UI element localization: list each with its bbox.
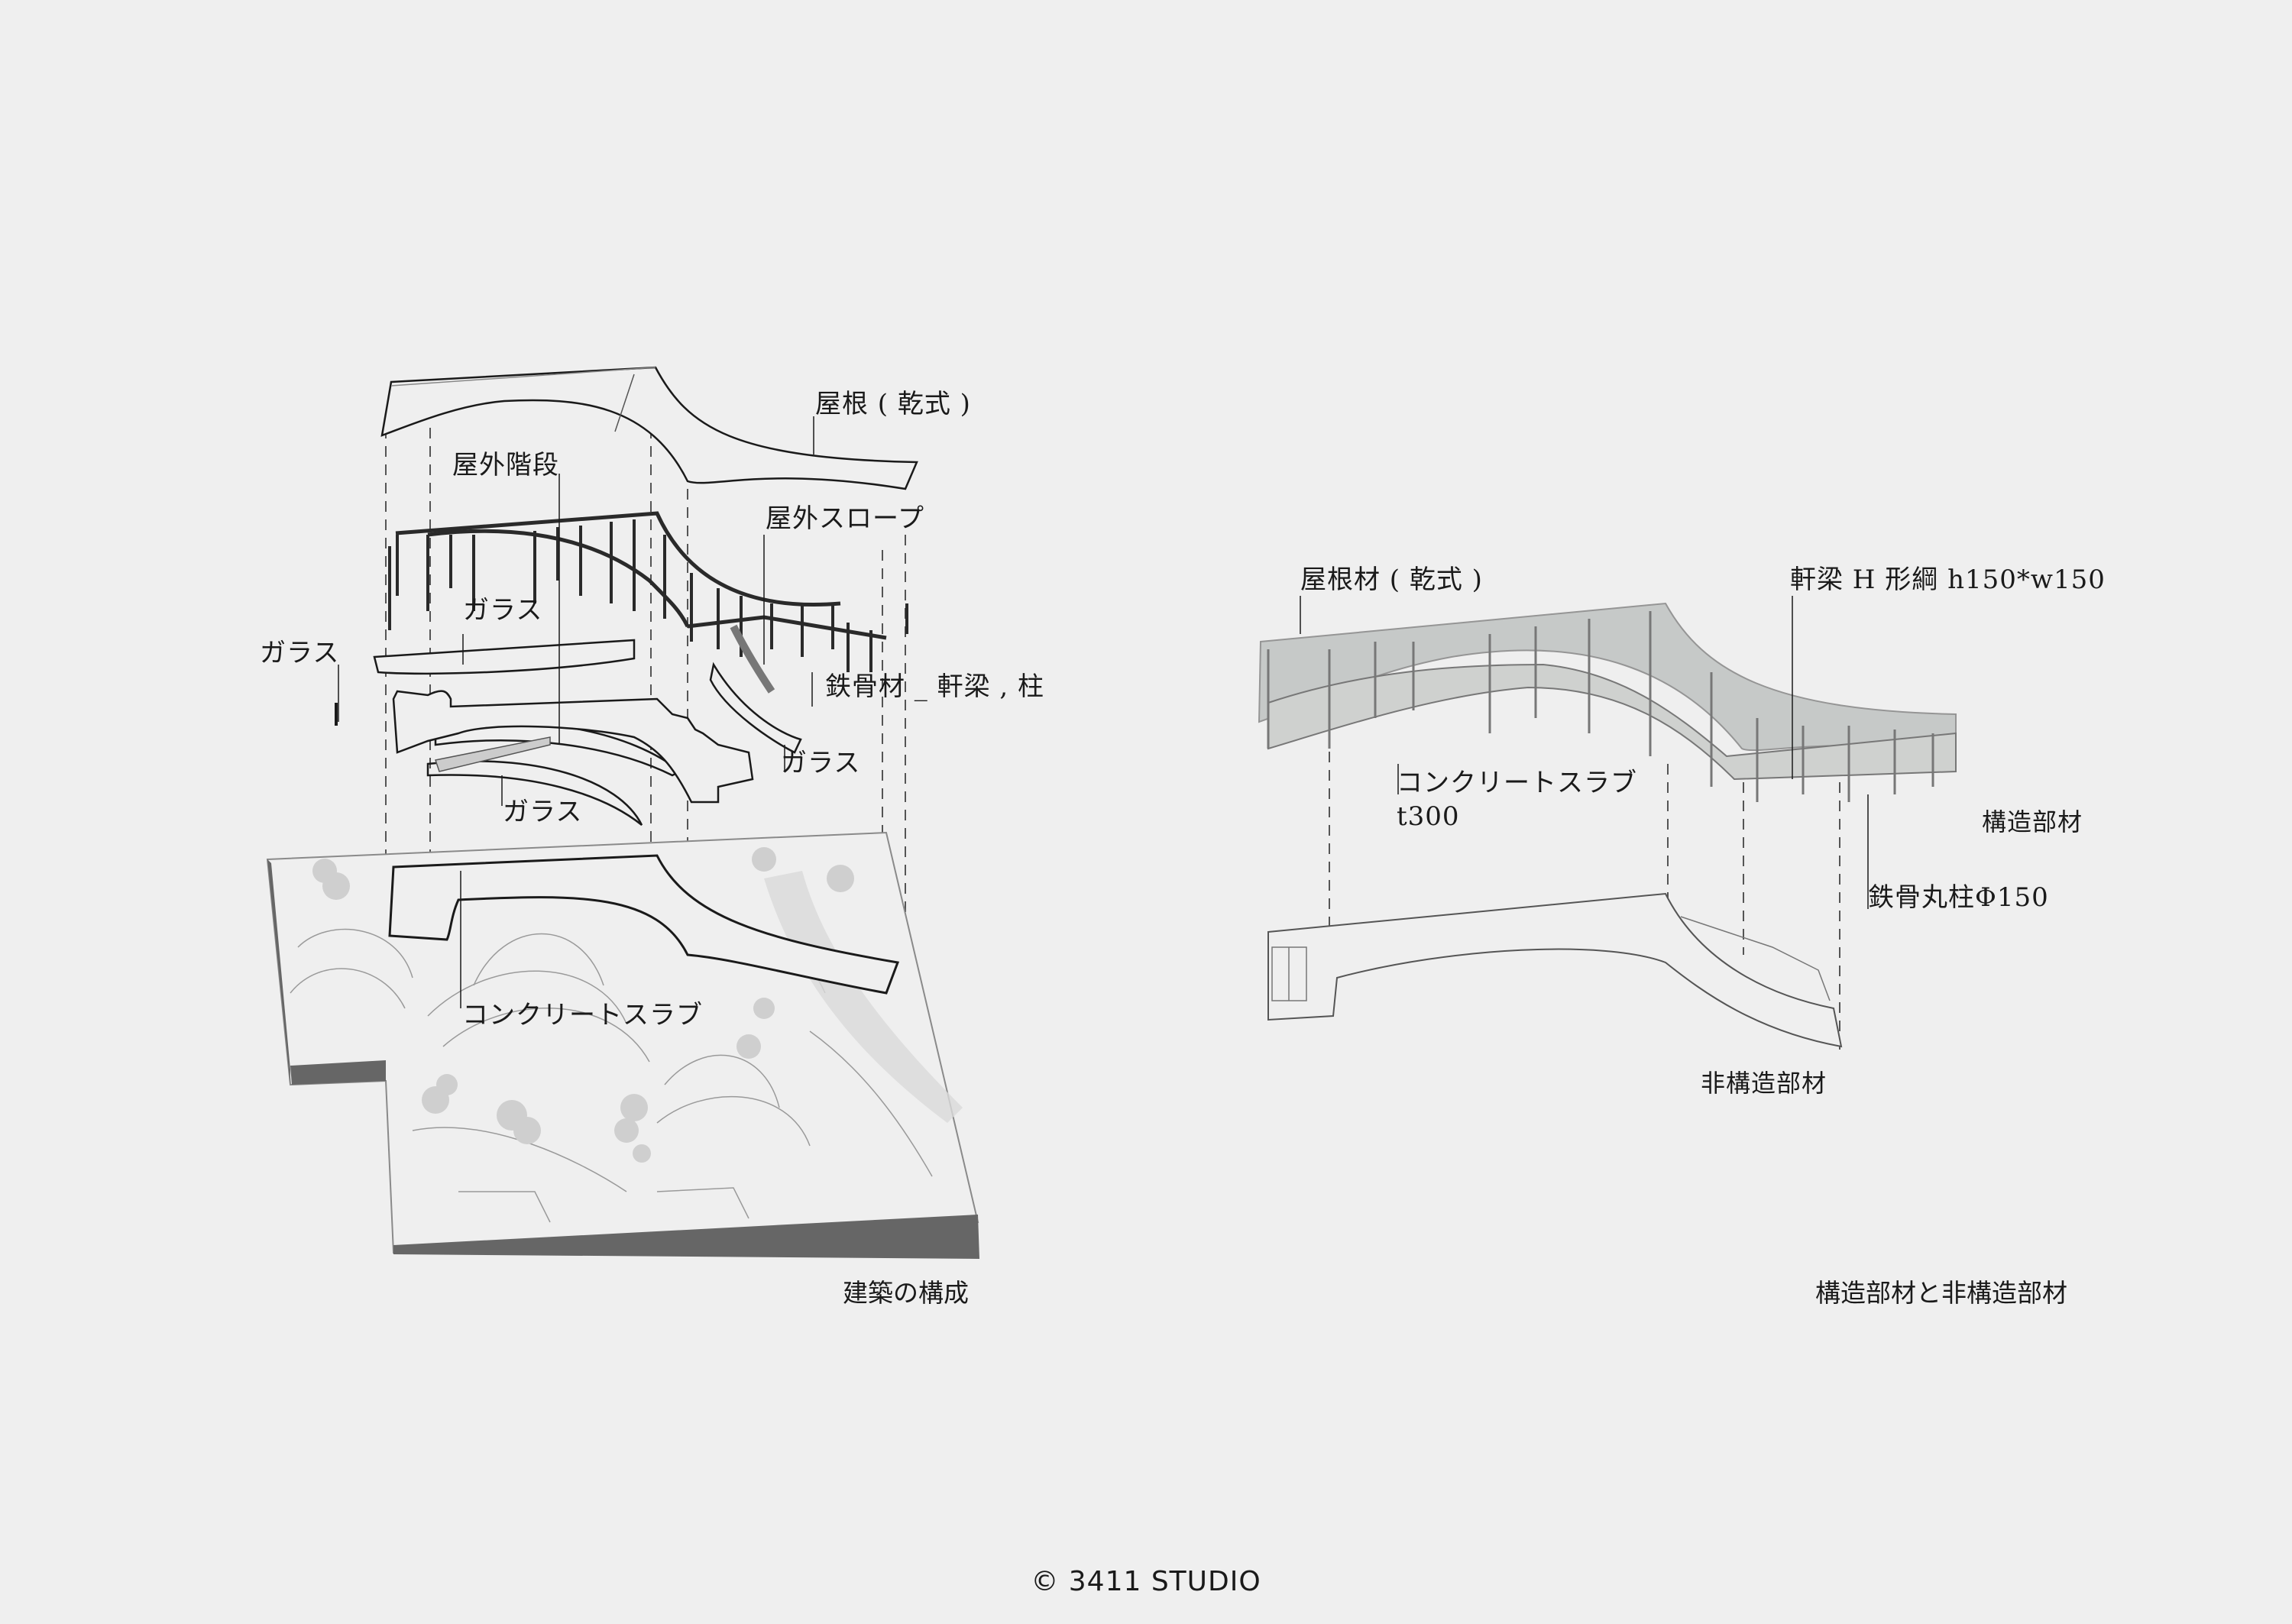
- label-concrete-slab-right: コンクリートスラブ: [1397, 768, 1637, 798]
- caption-building-composition: 建築の構成: [843, 1278, 969, 1308]
- label-outdoor-slope: 屋外スロープ: [766, 503, 924, 534]
- caption-structural-vs-non-structural: 構造部材と非構造部材: [1815, 1278, 2067, 1308]
- label-outdoor-stairs: 屋外階段: [452, 450, 559, 480]
- roof-layer: [380, 366, 918, 490]
- label-roof-dry: 屋根 ( 乾式 ): [815, 389, 971, 419]
- label-concrete-slab: コンクリートスラブ: [462, 1000, 703, 1030]
- label-steel-round-column: 鉄骨丸柱Φ150: [1868, 882, 2049, 913]
- trees: [312, 847, 854, 1163]
- label-eave-beam: 軒梁 H 形綱 h150*w150: [1790, 565, 2106, 595]
- copyright-footer: © 3411 STUDIO: [1031, 1566, 1261, 1597]
- label-glass-left: ガラス: [260, 638, 340, 668]
- leader-lines-left: [338, 416, 814, 1008]
- label-glass-upper: ガラス: [463, 595, 543, 626]
- label-glass-lower: ガラス: [503, 797, 583, 827]
- glass-layers: [335, 639, 802, 826]
- label-glass-right: ガラス: [781, 748, 861, 778]
- terrain: [266, 831, 979, 1259]
- floor-layer: [392, 690, 754, 804]
- label-roofing-dry: 屋根材 ( 乾式 ): [1300, 565, 1483, 595]
- label-slab-thickness: t300: [1397, 801, 1460, 832]
- label-steel-frame: 鉄骨材 _ 軒梁 , 柱: [825, 671, 1045, 702]
- label-non-structural-members: 非構造部材: [1701, 1069, 1827, 1098]
- structural-axonometric: [1258, 596, 1957, 1054]
- label-structural-members: 構造部材: [1982, 807, 2083, 836]
